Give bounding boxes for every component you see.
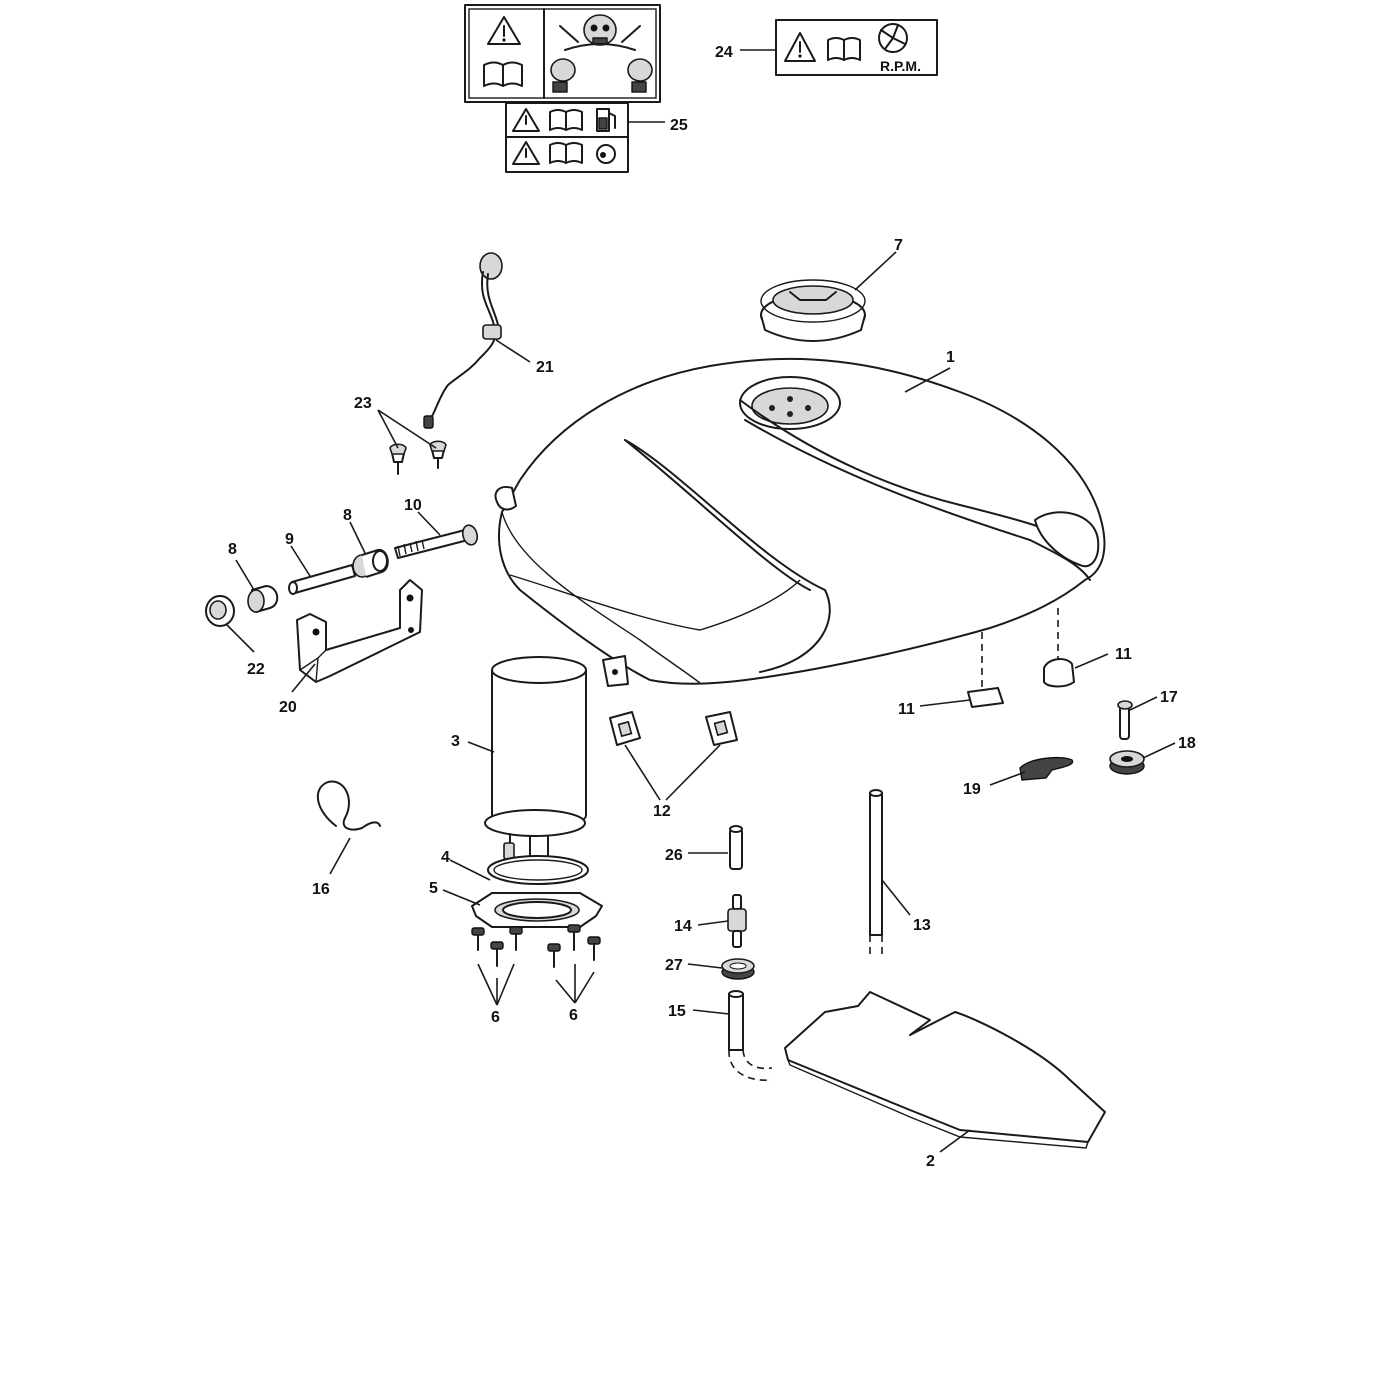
callout-6-left: 6 <box>491 1009 500 1026</box>
locating-pin <box>1117 700 1133 740</box>
screw-23-left <box>389 443 407 475</box>
callout-14: 14 <box>674 918 692 935</box>
flange-nut <box>205 595 235 627</box>
callout-23: 23 <box>354 395 372 412</box>
o-ring-seal <box>487 855 589 885</box>
warning-triangle-icon <box>784 32 816 62</box>
tachometer-icon <box>878 23 908 53</box>
skull-crossed-warning-icon <box>559 14 641 51</box>
callout-4: 4 <box>441 849 450 866</box>
rider-helmet-icon <box>550 58 653 93</box>
fuel-hose <box>728 990 773 1081</box>
long-bolt <box>394 524 479 559</box>
fuel-tank <box>494 357 1106 687</box>
hose-sleeve <box>729 825 743 870</box>
callout-12: 12 <box>653 803 671 820</box>
callout-13: 13 <box>913 917 931 934</box>
callout-15: 15 <box>668 1003 686 1020</box>
fuel-pump-cylinder <box>484 656 587 860</box>
fuel-pump-icon <box>596 108 616 132</box>
callout-1: 1 <box>946 349 955 366</box>
warning-label-25 <box>505 102 629 173</box>
bush-upper <box>352 548 389 578</box>
callout-24: 24 <box>715 44 733 61</box>
warning-label-main <box>464 4 661 103</box>
callout-3: 3 <box>451 733 460 750</box>
rubber-pad-right <box>705 711 738 746</box>
callout-2: 2 <box>926 1153 935 1170</box>
rpm-label: R.P.M. <box>880 58 921 74</box>
retaining-clip <box>1019 756 1074 781</box>
callout-7: 7 <box>894 237 903 254</box>
callout-22: 22 <box>247 661 265 678</box>
callout-9: 9 <box>285 531 294 548</box>
callout-17: 17 <box>1160 689 1178 706</box>
rubber-pad-left <box>609 711 641 746</box>
warning-triangle-icon <box>487 16 521 45</box>
pump-screws-left <box>471 926 523 967</box>
mounting-bracket <box>296 579 423 683</box>
leader-lines <box>226 49 1176 1153</box>
fuel-level-sensor <box>423 252 503 429</box>
mount-block-front <box>967 632 1004 708</box>
spacer-tube <box>288 564 356 595</box>
callout-11-front: 11 <box>898 701 915 718</box>
callout-10: 10 <box>404 497 422 514</box>
callout-numbers: 24 25 7 1 21 23 10 8 9 8 22 20 3 4 5 6 6… <box>228 44 1196 1170</box>
callout-19: 19 <box>963 781 981 798</box>
callout-20: 20 <box>279 699 297 716</box>
callout-18: 18 <box>1178 735 1196 752</box>
warning-label-rpm: R.P.M. <box>775 19 938 76</box>
callout-16: 16 <box>312 881 330 898</box>
manual-book-icon <box>483 61 523 87</box>
callout-25: 25 <box>670 117 688 134</box>
callout-6-right: 6 <box>569 1007 578 1024</box>
callout-11-rear: 11 <box>1115 646 1132 663</box>
pump-screws-right <box>547 924 601 968</box>
callout-26: 26 <box>665 847 683 864</box>
callout-8-upper: 8 <box>343 507 352 524</box>
mount-block-rear <box>1043 608 1075 688</box>
fuel-cap-icon <box>596 144 616 164</box>
bush-lower <box>247 585 279 613</box>
vent-pipe <box>869 789 883 955</box>
retaining-plate <box>471 892 603 928</box>
wire-clip <box>316 780 381 831</box>
hose-clamp <box>721 958 755 980</box>
filler-cap-ring <box>760 279 866 342</box>
callout-27: 27 <box>665 957 683 974</box>
callout-5: 5 <box>429 880 438 897</box>
callout-8-lower: 8 <box>228 541 237 558</box>
hose-connector <box>727 894 747 948</box>
rubber-grommet <box>1109 750 1145 775</box>
manual-book-icon <box>827 37 861 61</box>
callout-21: 21 <box>536 359 554 376</box>
screw-23-right <box>429 440 447 469</box>
heat-shield-pad <box>784 991 1106 1149</box>
